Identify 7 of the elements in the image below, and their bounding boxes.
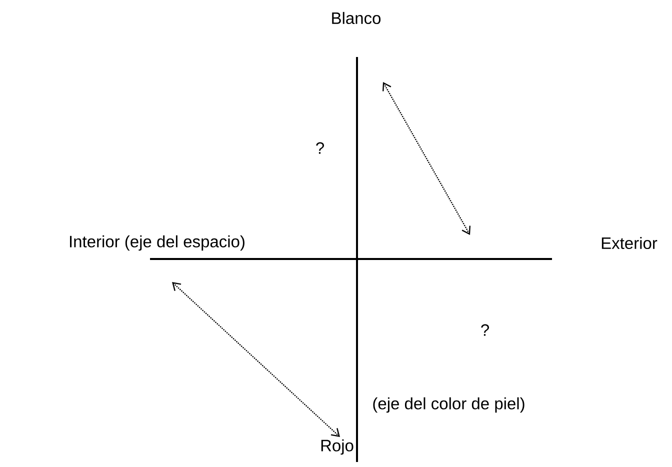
axis-label: (eje del color de piel) — [373, 397, 524, 413]
axis-label: ? — [316, 142, 324, 154]
axis-label: Rojo — [321, 439, 354, 455]
axis-label: Blanco — [332, 12, 381, 24]
axis-label: Exterior — [602, 236, 658, 250]
axis-label: Interior (eje del espacio) — [70, 235, 244, 251]
axis-label: ? — [481, 324, 489, 336]
